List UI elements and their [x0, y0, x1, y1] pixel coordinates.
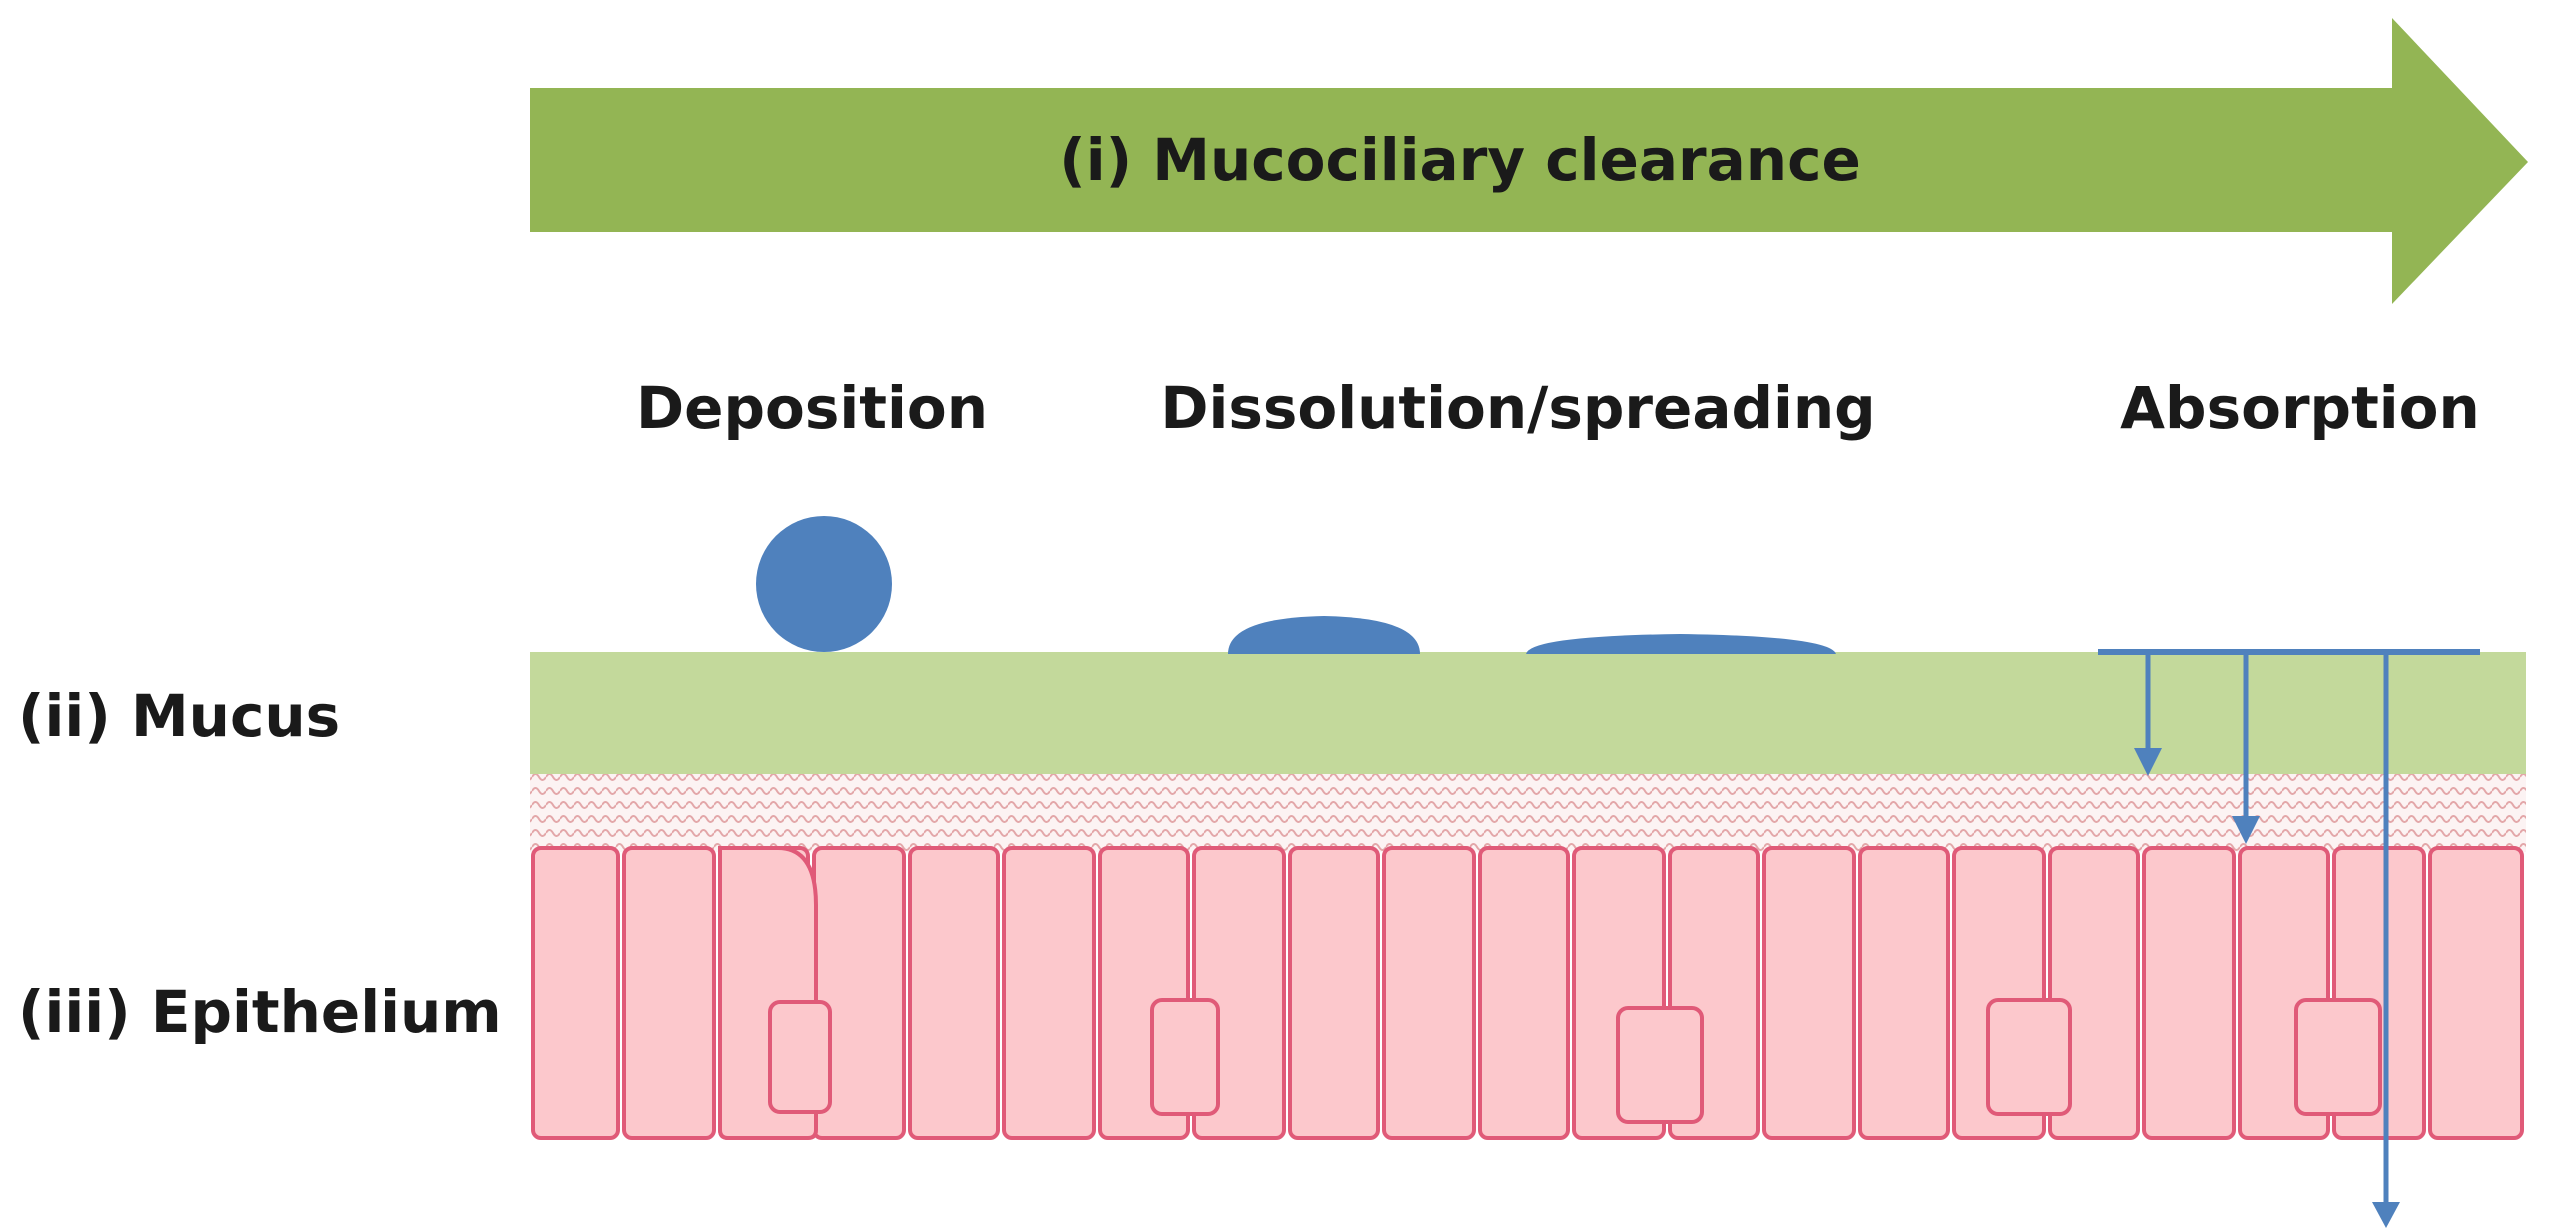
epithelial-cell	[1478, 846, 1570, 1140]
epithelial-cell	[1858, 846, 1950, 1140]
mucus-layer	[530, 652, 2526, 774]
mucus-layer-label: (ii) Mucus	[18, 682, 340, 750]
epithelial-cell	[622, 846, 716, 1140]
clearance-arrow	[530, 18, 2528, 304]
cell-nucleus	[1150, 998, 1220, 1116]
epithelial-cell	[1382, 846, 1476, 1140]
absorption-arrow-head	[2232, 816, 2260, 844]
absorption-arrow-head	[2372, 1202, 2400, 1228]
epithelial-cell	[1002, 846, 1096, 1140]
epithelial-cell	[908, 846, 1000, 1140]
stage-label-deposition: Deposition	[636, 374, 988, 442]
epithelium-layer-label: (iii) Epithelium	[18, 978, 502, 1046]
epithelial-cell	[1762, 846, 1856, 1140]
cell-nucleus	[2294, 998, 2382, 1116]
stage-label-dissolution: Dissolution/spreading	[1160, 374, 1875, 442]
epithelial-cell	[2142, 846, 2236, 1140]
epithelial-cell	[531, 846, 620, 1140]
epithelial-cell	[2428, 846, 2524, 1140]
deposited-particle	[756, 516, 892, 652]
cilia-layer-tint	[530, 772, 2526, 852]
spread-particle	[1526, 634, 1836, 654]
stage-label-absorption: Absorption	[2120, 374, 2480, 442]
epithelial-cell	[1288, 846, 1380, 1140]
goblet-cells	[718, 846, 2382, 1140]
cell-nucleus	[768, 1000, 832, 1114]
absorption-arrows	[2098, 649, 2480, 1228]
cell-nucleus	[1616, 1006, 1704, 1124]
absorption-arrow-head	[2134, 748, 2162, 776]
cell-nucleus	[1986, 998, 2072, 1116]
clearance-arrow-label: (i) Mucociliary clearance	[1059, 126, 1861, 194]
cilia-layer	[530, 772, 2526, 852]
dissolving-particle	[1228, 616, 1420, 654]
